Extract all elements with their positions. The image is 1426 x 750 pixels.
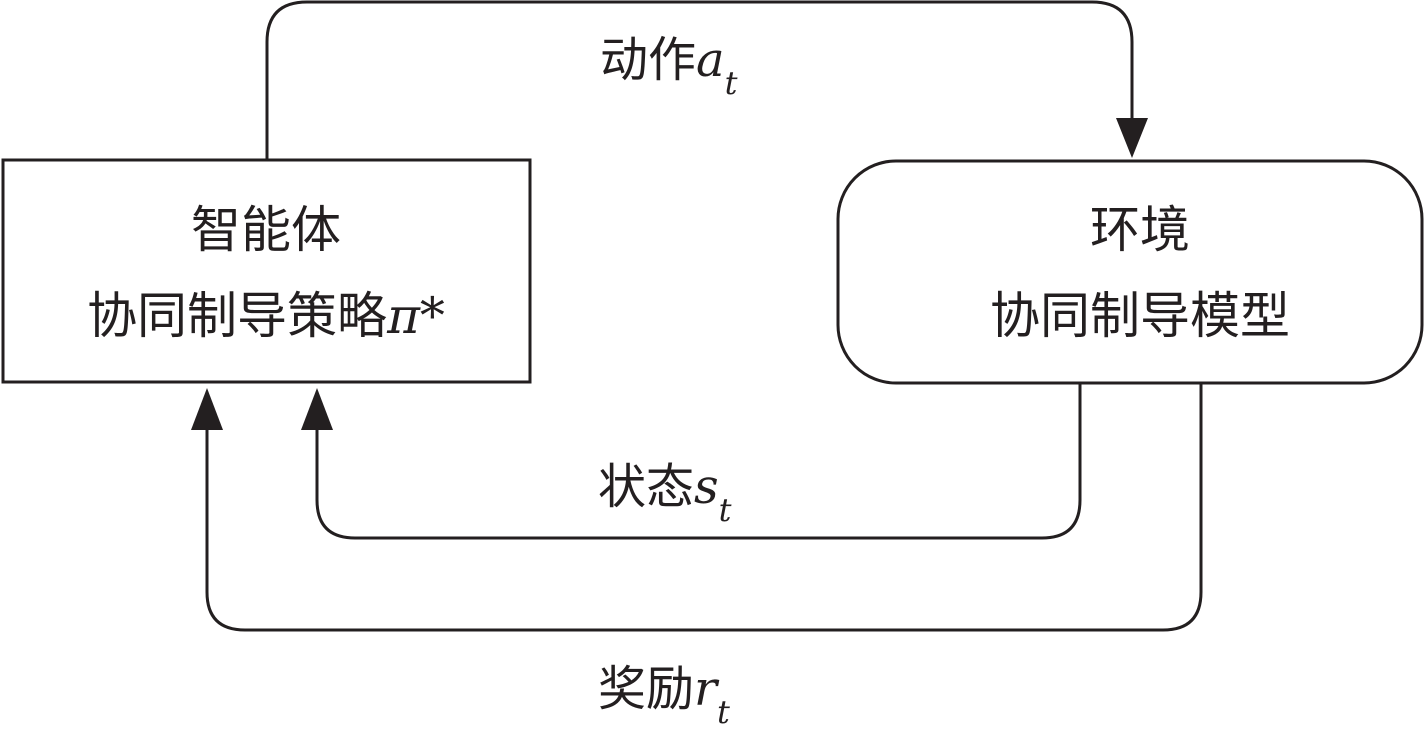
reward-arrow-line — [205, 381, 1203, 632]
state-sub: t — [719, 491, 732, 529]
environment-model: 协同制导模型 — [990, 287, 1290, 345]
action-arrowhead — [1116, 118, 1148, 158]
policy-symbol: π* — [386, 287, 445, 345]
state-label-text: 状态 — [598, 459, 694, 515]
action-label-text: 动作 — [600, 32, 696, 88]
reward-arrowhead — [191, 388, 223, 430]
reward-label-text: 奖励 — [598, 661, 694, 717]
environment-title: 环境 — [1090, 201, 1190, 259]
state-label: 状态st — [598, 459, 732, 529]
reward-var: r — [694, 661, 720, 717]
action-label: 动作at — [600, 32, 738, 102]
agent-policy-label: 协同制导策略 — [87, 287, 387, 345]
environment-box — [836, 159, 1424, 385]
action-arrow-line — [265, 0, 1134, 162]
action-var: a — [696, 32, 725, 88]
agent-box — [1, 158, 532, 384]
action-sub: t — [725, 64, 738, 102]
reward-sub: t — [717, 693, 730, 731]
agent-policy: 协同制导策略π* — [87, 287, 445, 345]
state-var: s — [694, 459, 719, 515]
agent-title: 智能体 — [191, 201, 341, 259]
state-arrow-line — [315, 381, 1082, 540]
reward-label: 奖励rt — [598, 661, 730, 731]
state-arrowhead — [301, 388, 333, 430]
